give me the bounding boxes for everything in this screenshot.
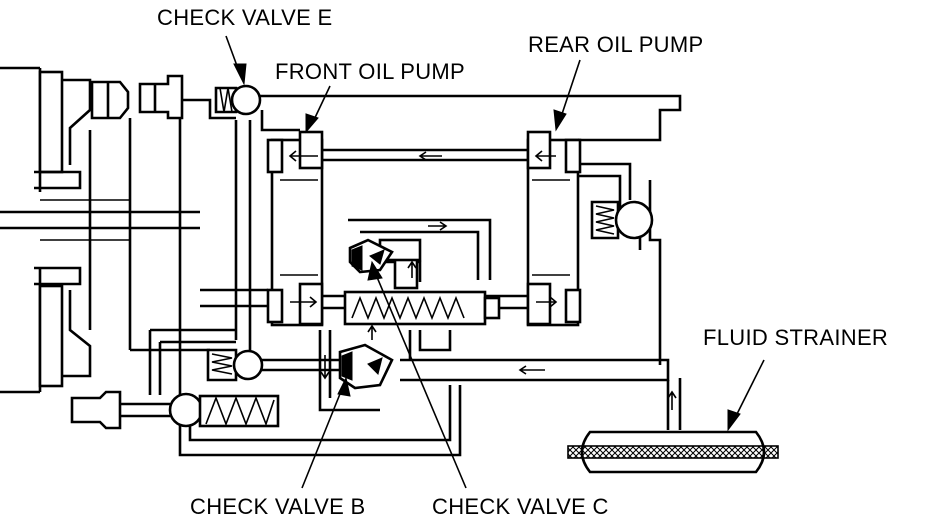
transmission-housing (0, 66, 200, 430)
check-valve-e (214, 84, 262, 116)
front-oil-pump (266, 130, 324, 327)
label-rear-oil-pump: REAR OIL PUMP (528, 32, 703, 57)
leader-lines (225, 35, 765, 489)
label-check-valve-c: CHECK VALVE C (432, 494, 609, 519)
flow-arrows (288, 150, 677, 410)
check-valve-b (338, 343, 394, 390)
pressure-regulator (168, 392, 280, 428)
label-check-valve-b: CHECK VALVE B (190, 494, 365, 519)
label-check-valve-e: CHECK VALVE E (157, 5, 332, 30)
label-fluid-strainer: FLUID STRAINER (703, 325, 888, 350)
lower-check-valve (206, 348, 264, 382)
relief-check-valve (590, 200, 654, 240)
label-front-oil-pump: FRONT OIL PUMP (275, 59, 465, 84)
check-valve-c (348, 238, 394, 274)
fluid-strainer (567, 430, 779, 474)
rear-oil-pump (526, 130, 582, 327)
